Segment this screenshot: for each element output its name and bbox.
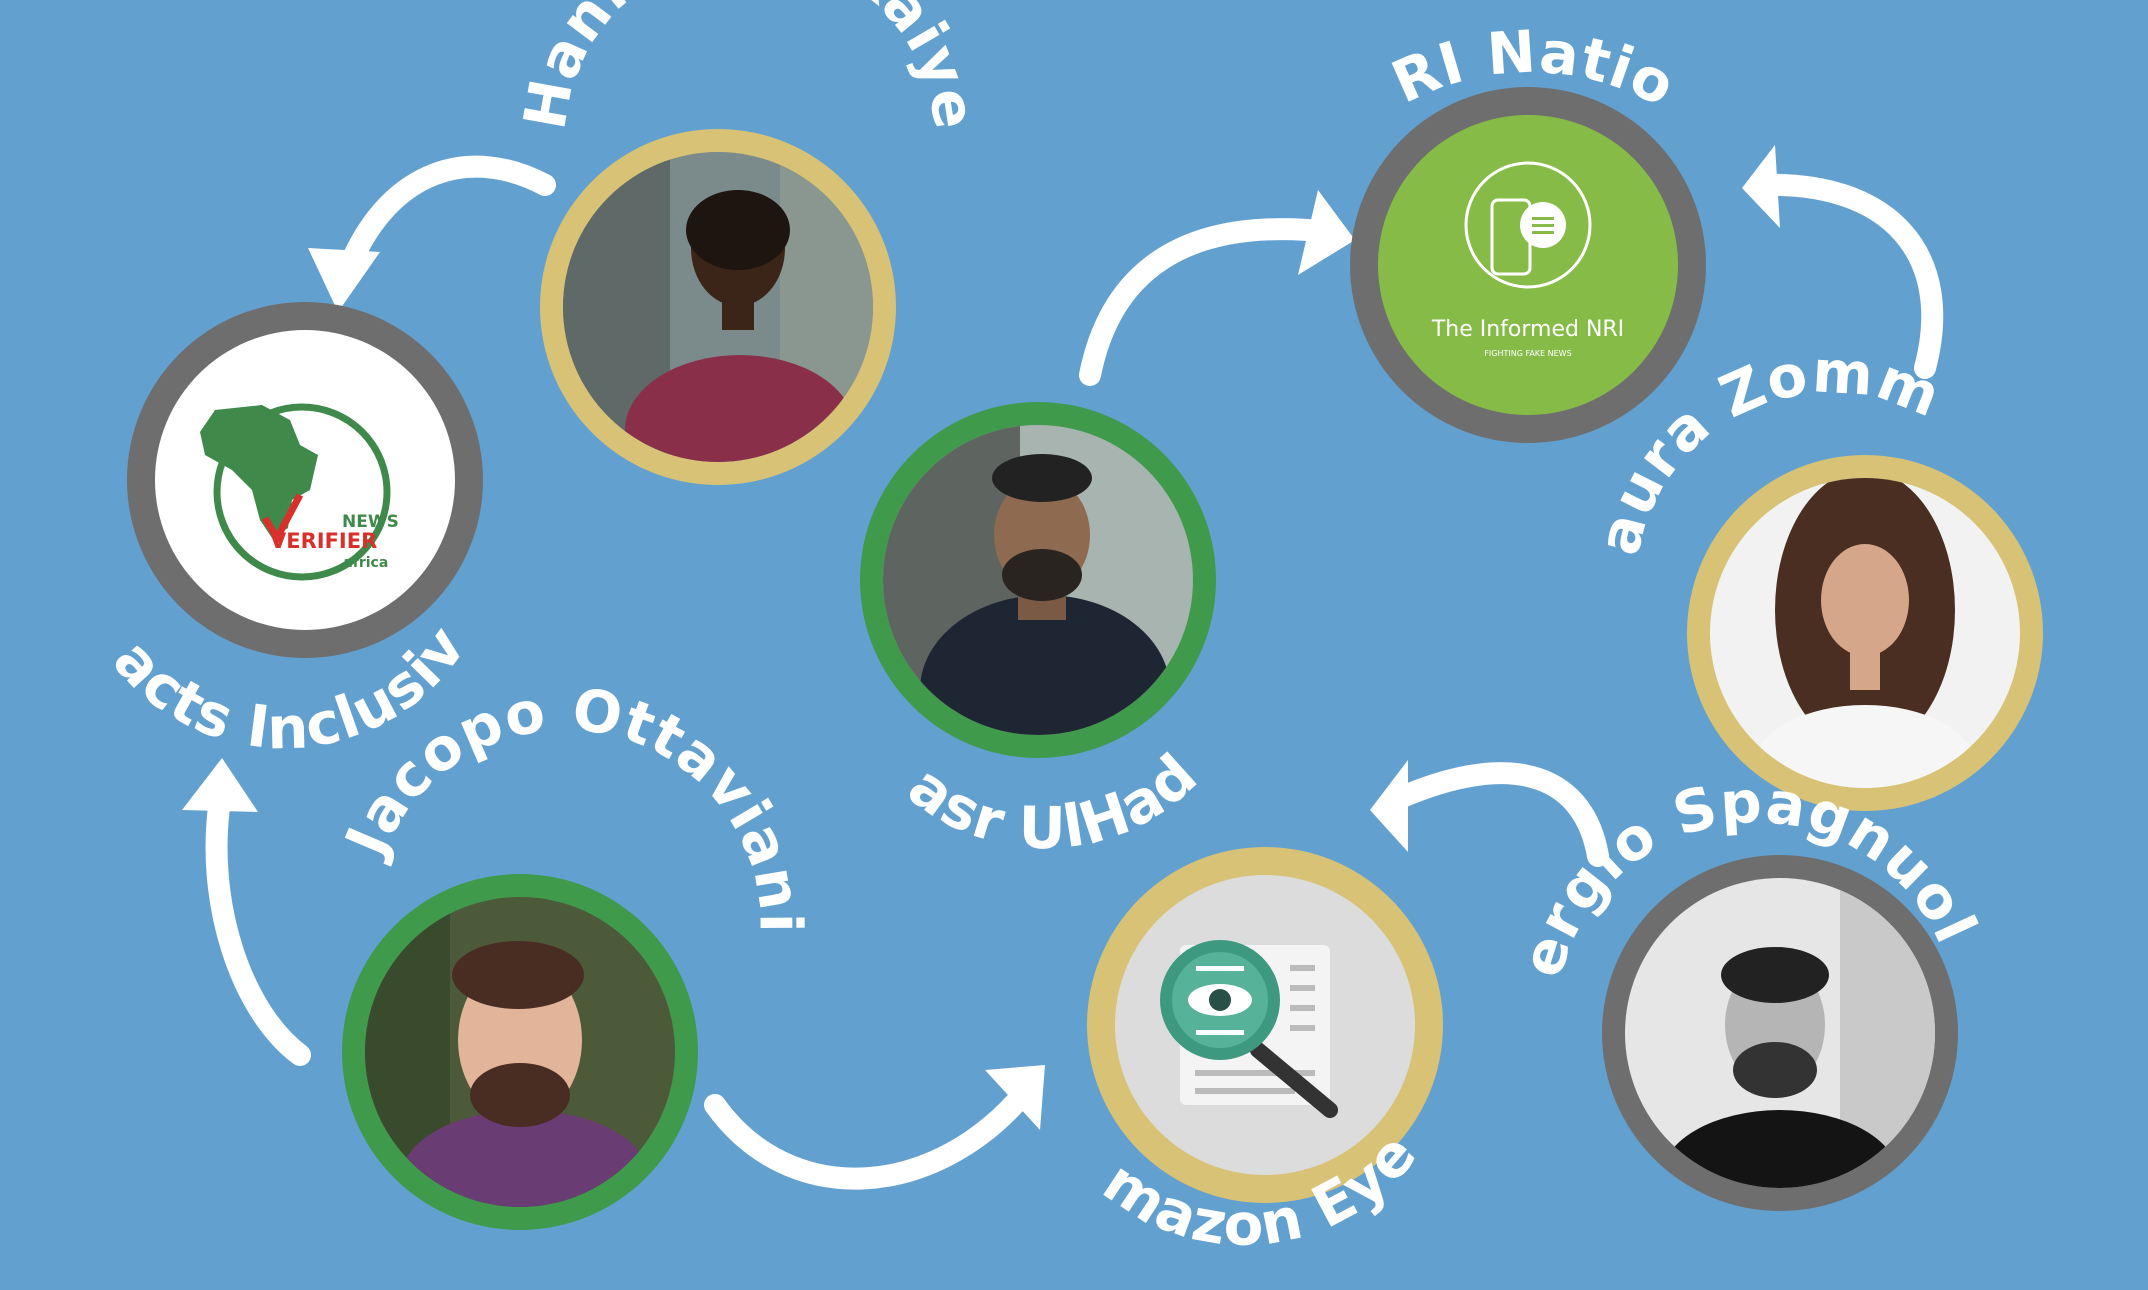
- logo-line2: VERIFIER: [270, 529, 377, 553]
- magnifier-eye-icon: [1160, 940, 1338, 1118]
- arrows: [205, 155, 1944, 1190]
- logo-ring: [1464, 161, 1592, 289]
- node-sergio: [1602, 855, 1958, 1211]
- africa-map-icon: [200, 405, 318, 538]
- arrowhead-amazon-left: [985, 1065, 1045, 1130]
- node-nri-nation: The Informed NRI FIGHTING FAKE NEWS: [1350, 87, 1706, 443]
- person-photo: [365, 897, 675, 1207]
- label-hannah-text: Hannah Ajakaiye: [510, 0, 988, 134]
- node-facts-inclusive: NEWS VERIFIER .africa: [127, 302, 483, 658]
- node-hannah: [540, 129, 896, 485]
- node-laura: [1687, 455, 2043, 811]
- label-hannah: Hannah Ajakaiye: [510, 0, 989, 134]
- logo-line1: NEWS: [342, 512, 399, 532]
- arrow-jacopo-to-amazon: [704, 1081, 1036, 1190]
- label-nri-nation: NRI Nation: [0, 0, 1686, 120]
- logo-title: The Informed NRI: [1431, 317, 1624, 342]
- logo-ring: [213, 403, 391, 581]
- check-icon: [261, 493, 304, 546]
- logo-tagline: FIGHTING FAKE NEWS: [1484, 349, 1571, 358]
- arrow-nasr-to-nri: [1079, 218, 1341, 386]
- arrow-sergio-to-amazon: [1384, 762, 1609, 867]
- arrowhead-amazon-right: [1370, 760, 1408, 852]
- node-jacopo: [342, 874, 698, 1230]
- logo-background: [1378, 115, 1678, 415]
- node-amazon-eyes: [1087, 847, 1443, 1203]
- arrowhead-nri-left: [1298, 190, 1355, 275]
- arrowhead-facts-top: [308, 248, 380, 312]
- arrowheads: [182, 145, 1780, 1130]
- arrowhead-facts-bottom: [182, 758, 258, 812]
- label-nri-text: NRI Nation: [0, 0, 1685, 120]
- logo-line3: .africa: [338, 555, 388, 571]
- person-photo: [563, 152, 873, 462]
- node-nasr: [860, 402, 1216, 758]
- arrow-hannah-to-facts: [339, 155, 556, 276]
- arrow-laura-to-nri: [1749, 173, 1944, 379]
- arrow-jacopo-to-facts: [205, 789, 311, 1066]
- arrowhead-nri-right: [1742, 145, 1780, 228]
- phone-chat-icon: [1490, 198, 1566, 276]
- person-photo: [1710, 478, 2020, 788]
